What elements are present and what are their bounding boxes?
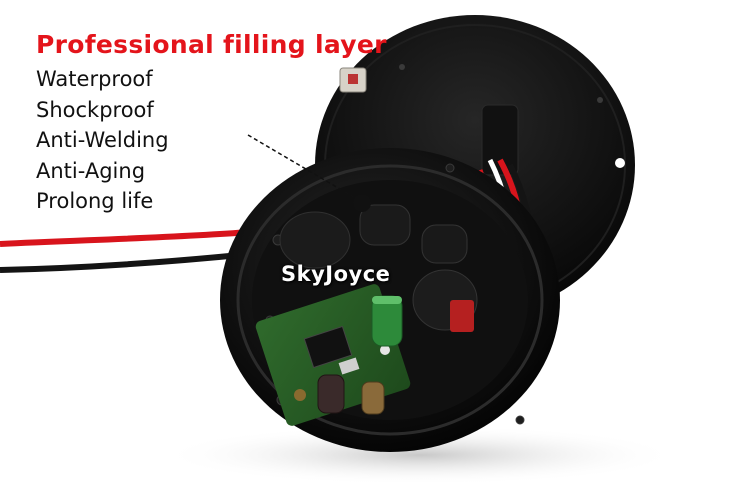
red-lead-wire	[0, 229, 251, 247]
headline: Professional filling layer	[36, 30, 387, 59]
feature-item: Anti-Welding	[36, 128, 169, 152]
feature-item: Prolong life	[36, 189, 154, 213]
mount-hole	[615, 158, 625, 168]
leader-marker	[353, 194, 371, 212]
capacitors	[317, 295, 403, 415]
black-lead-wire	[0, 251, 251, 273]
feature-item: Shockproof	[36, 97, 154, 122]
feature-item: Waterproof	[36, 67, 153, 91]
ic-chip	[303, 325, 353, 369]
floor-shadow	[160, 425, 680, 485]
leader-line	[247, 134, 363, 203]
feature-item: Anti-Aging	[36, 158, 146, 183]
feature-list: Waterproof Shockproof Anti-Welding Anti-…	[36, 64, 169, 217]
brand-watermark: SkyJoyce	[281, 262, 391, 286]
potting-compound	[279, 204, 478, 332]
red-fuse	[450, 300, 474, 332]
